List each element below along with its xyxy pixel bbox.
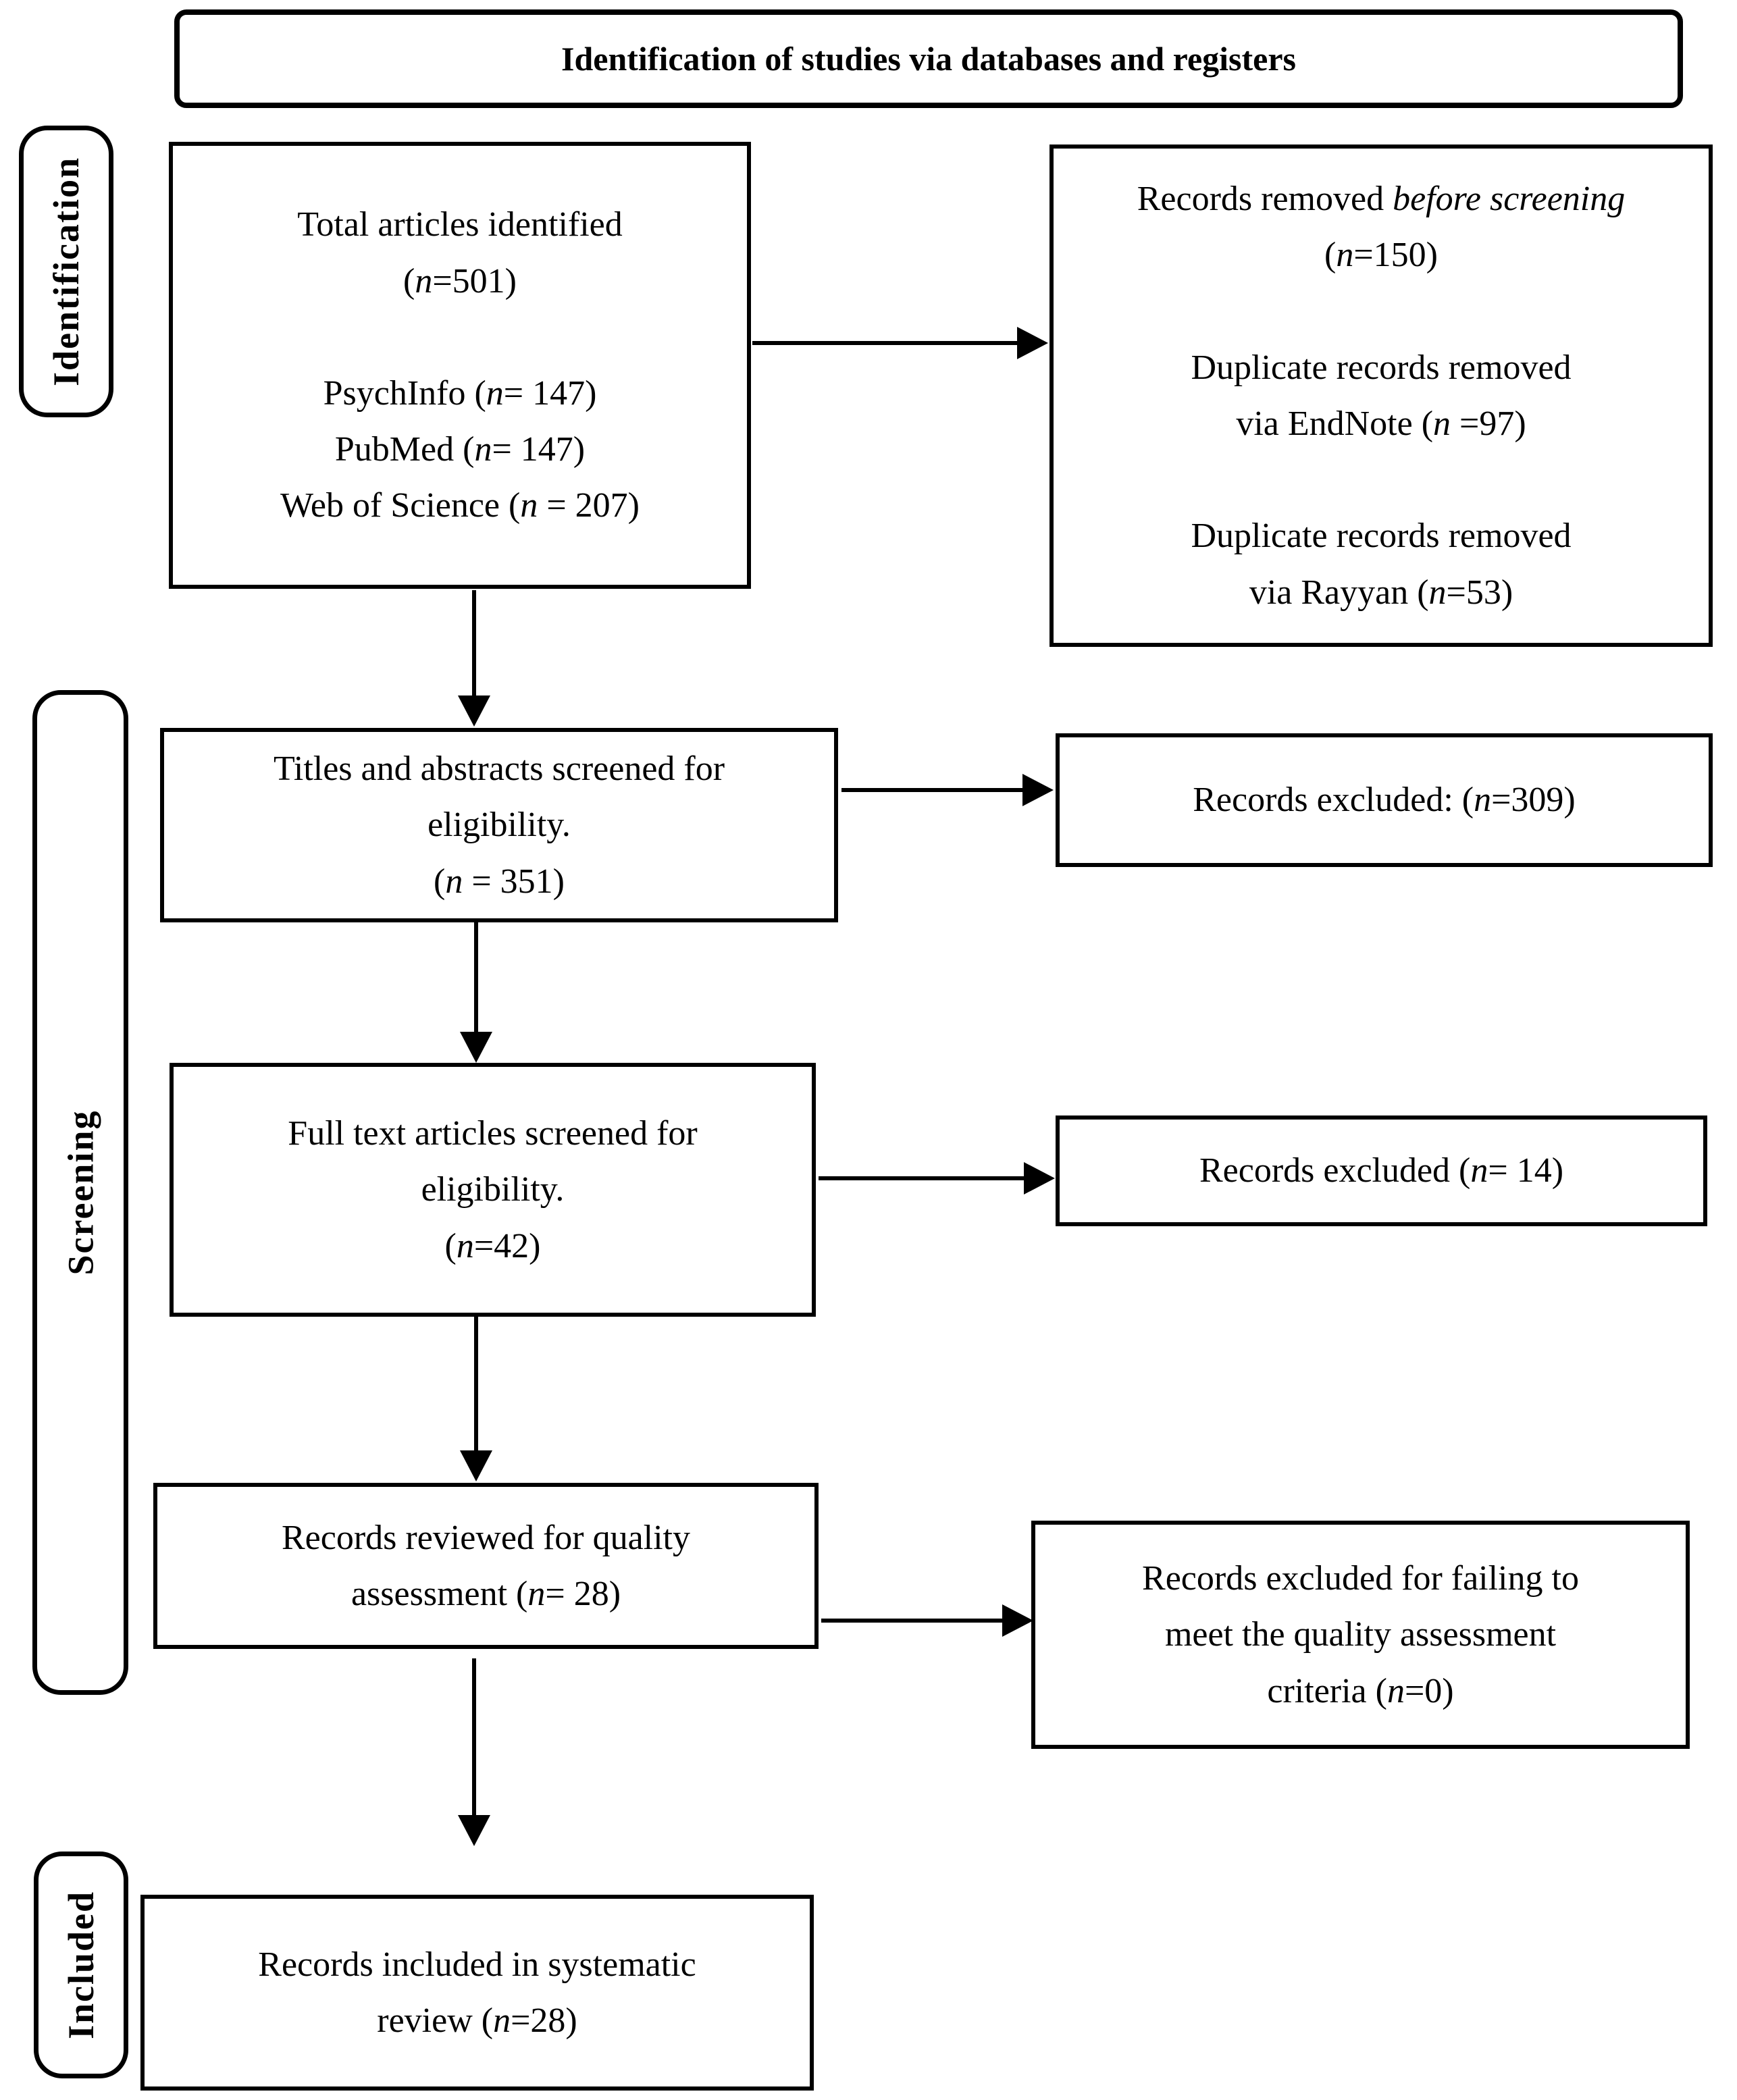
- arrow-head-quality-to-excluded0: [1002, 1604, 1033, 1637]
- text-line: Records included in systematic: [258, 1945, 696, 1984]
- text-line: Records excluded for failing to: [1142, 1559, 1579, 1598]
- text-line: meet the quality assessment: [1164, 1615, 1557, 1654]
- text-line: Duplicate records removed: [1191, 348, 1572, 387]
- text-line: criteria (n=0): [1267, 1671, 1454, 1710]
- text-line: PubMed (n= 147): [334, 430, 586, 469]
- arrow-line-quality-to-included: [472, 1658, 476, 1816]
- text-line: assessment (n= 28): [351, 1575, 621, 1613]
- text-line: eligibility.: [421, 1170, 565, 1209]
- text-line: (n = 351): [434, 862, 565, 901]
- text-line: Records reviewed for quality: [281, 1518, 690, 1557]
- text-line: (n=501): [403, 261, 517, 300]
- box-records-excluded-fulltext: Records excluded (n= 14): [1056, 1115, 1707, 1226]
- box-records-removed-before-screening: Records removed before screening(n=150) …: [1049, 145, 1713, 647]
- text-line: Duplicate records removed: [1191, 517, 1572, 556]
- arrow-line-fulltext-to-excluded14: [819, 1176, 1024, 1180]
- text-line: review (n=28): [377, 2001, 577, 2040]
- text-line: [186, 309, 733, 365]
- arrow-line-fulltext-to-quality: [474, 1317, 478, 1452]
- arrow-line-screened-to-excluded309: [841, 788, 1022, 792]
- text-line: (n=42): [444, 1226, 541, 1265]
- arrow-line-screened-to-fulltext: [474, 922, 478, 1033]
- arrow-line-identified-to-screened: [472, 590, 476, 697]
- text-line: Titles and abstracts screened for: [273, 750, 725, 789]
- box-quality-assessment: Records reviewed for quality assessment (…: [153, 1483, 819, 1649]
- arrow-head-fulltext-to-excluded14: [1024, 1162, 1055, 1195]
- text-line: via Rayyan (n=53): [1249, 573, 1513, 612]
- text-line: via EndNote (n =97): [1236, 404, 1526, 443]
- arrow-head-identified-to-removed: [1017, 327, 1048, 359]
- text-line: [1067, 284, 1695, 340]
- text-line: Full text articles screened for: [288, 1114, 698, 1153]
- text-line: Records removed before screening: [1137, 180, 1626, 219]
- arrow-head-fulltext-to-quality: [460, 1450, 492, 1481]
- arrow-head-screened-to-fulltext: [460, 1032, 492, 1063]
- arrow-head-screened-to-excluded309: [1022, 774, 1054, 806]
- text-line: Records excluded: (n=309): [1193, 781, 1576, 820]
- arrow-head-identified-to-screened: [458, 695, 490, 727]
- text-line: [1067, 452, 1695, 508]
- arrow-line-identified-to-removed: [752, 341, 1017, 345]
- box-full-text-screened: Full text articles screened for eligibili…: [170, 1063, 816, 1317]
- arrow-line-quality-to-excluded0: [821, 1619, 1002, 1623]
- text-line: Records excluded (n= 14): [1199, 1151, 1564, 1190]
- stage-rail-identification: Identification: [19, 126, 113, 417]
- box-titles-abstracts-screened: Titles and abstracts screened for eligibi…: [160, 728, 838, 922]
- box-included-in-review: Records included in systematic review (n=…: [140, 1895, 814, 2091]
- box-records-excluded-screening: Records excluded: (n=309): [1056, 733, 1713, 867]
- text-line: (n=150): [1324, 236, 1438, 275]
- title-banner: Identification of studies via databases …: [174, 9, 1683, 108]
- stage-rail-included: Included: [34, 1852, 128, 2078]
- text-line: eligibility.: [427, 806, 571, 845]
- box-records-excluded-quality: Records excluded for failing to meet the …: [1031, 1521, 1690, 1749]
- stage-rail-screening: Screening: [32, 690, 128, 1695]
- text-line: PsychInfo (n= 147): [323, 374, 597, 413]
- box-total-articles-identified: Total articles identified (n=501) PsychIn…: [169, 142, 751, 589]
- arrow-head-quality-to-included: [458, 1815, 490, 1846]
- stage-label-identification: Identification: [46, 156, 87, 387]
- text-line: Web of Science (n = 207): [280, 486, 640, 525]
- text-line: Total articles identified: [297, 205, 623, 244]
- diagram-title: Identification of studies via databases …: [561, 40, 1296, 78]
- stage-label-screening: Screening: [60, 1109, 101, 1276]
- stage-label-included: Included: [61, 1890, 101, 2040]
